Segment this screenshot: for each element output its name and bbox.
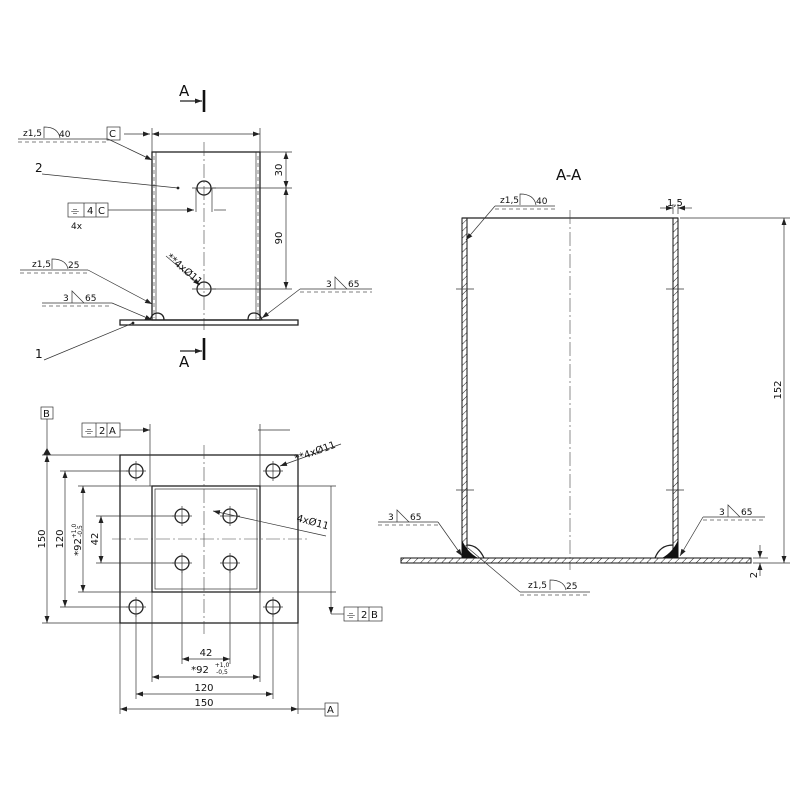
dim-90: 90 xyxy=(274,232,285,245)
tol-plus-horizontal: +1,0 xyxy=(215,662,230,669)
datum-c-box xyxy=(106,126,121,141)
dim-152: 152 xyxy=(773,380,784,399)
weld-symbol-section-65-right: 3 65 xyxy=(679,504,765,557)
hole-callout-front: **4xØ11 xyxy=(164,251,205,288)
hole-callout-inner: 4xØ11 xyxy=(295,512,330,532)
tol-symmetry-2b-symbol: ⌯ xyxy=(347,610,355,621)
svg-text:z1,5: z1,5 xyxy=(500,196,519,206)
tolerance-frame-4c xyxy=(67,202,109,218)
svg-text:z1,5: z1,5 xyxy=(23,129,42,139)
base-plate-front xyxy=(119,319,299,326)
tol-count-4x: 4x xyxy=(71,222,83,232)
tol-plus-vertical: +1,0 xyxy=(71,524,78,539)
svg-text:3: 3 xyxy=(719,508,725,518)
part-number-2: 2 xyxy=(35,161,43,175)
tol-minus-horizontal: -0,5 xyxy=(216,669,228,676)
weld-fillet-right xyxy=(247,312,263,321)
cut-label-bottom: A xyxy=(179,353,190,371)
cut-mark-top: A xyxy=(179,82,206,112)
weld-symbol-section-40: z1,5 40 xyxy=(465,193,555,241)
svg-text:25: 25 xyxy=(68,261,79,271)
datum-a-label: A xyxy=(327,705,334,716)
weld-symbol-front-40: z1,5 40 xyxy=(18,126,153,161)
dim-42-vertical: 42 xyxy=(90,533,101,546)
svg-text:65: 65 xyxy=(410,513,421,523)
tol-datum-b: B xyxy=(371,610,378,621)
cut-label-top: A xyxy=(179,82,190,100)
tolerance-frame-2b xyxy=(343,606,383,622)
dim-92-horizontal: *92 xyxy=(191,665,209,676)
svg-text:3: 3 xyxy=(63,294,69,304)
tol-value-2a: 2 xyxy=(99,426,105,437)
tol-datum-a: A xyxy=(109,426,116,437)
tol-minus-vertical: -0,5 xyxy=(77,525,84,537)
weld-symbol-section-25: z1,5 25 xyxy=(467,547,590,596)
section-base-plate xyxy=(400,557,752,564)
svg-text:z1,5: z1,5 xyxy=(528,581,547,591)
dim-42-horizontal: 42 xyxy=(200,648,213,659)
section-a-a: A-A 152 2 xyxy=(378,166,790,596)
svg-text:3: 3 xyxy=(326,280,332,290)
dim-120-vertical: 120 xyxy=(55,529,66,548)
tol-value-2b: 2 xyxy=(361,610,367,621)
weld-symbol-front-65-right: 3 65 xyxy=(261,276,372,319)
cut-mark-bottom: A xyxy=(179,338,206,371)
tol-symmetry-2a-symbol: ⌯ xyxy=(85,426,93,437)
front-view: A A C xyxy=(18,82,372,371)
svg-text:25: 25 xyxy=(566,582,577,592)
tol-symmetry-4c-symbol: ⌯ xyxy=(71,206,79,217)
dim-120-horizontal: 120 xyxy=(194,683,213,694)
tol-datum-c: C xyxy=(98,206,105,217)
section-wall-right xyxy=(672,217,679,559)
datum-c-label: C xyxy=(109,129,116,140)
dim-150-horizontal: 150 xyxy=(194,698,213,709)
section-weld-inner-left xyxy=(462,540,478,558)
svg-text:40: 40 xyxy=(536,197,548,207)
svg-text:z1,5: z1,5 xyxy=(32,260,51,270)
dim-2: 2 xyxy=(749,572,760,578)
tube-front-outline xyxy=(151,151,261,321)
top-view: B 150 120 *92 +1,0 -0,5 42 ⌯ 2 A xyxy=(37,406,383,717)
part-number-1: 1 xyxy=(35,347,43,361)
weld-symbol-front-25: z1,5 25 xyxy=(20,258,153,305)
tol-value-4: 4 xyxy=(87,206,93,217)
svg-text:3: 3 xyxy=(388,513,394,523)
svg-text:65: 65 xyxy=(741,508,752,518)
weld-symbol-front-65-left: 3 65 xyxy=(42,290,153,321)
datum-a-box xyxy=(324,702,339,717)
svg-text:40: 40 xyxy=(59,130,71,140)
svg-text:65: 65 xyxy=(348,280,359,290)
dim-150-vertical: 150 xyxy=(37,529,48,548)
section-wall-left xyxy=(461,217,468,559)
dim-30: 30 xyxy=(274,164,285,177)
weld-symbol-section-65-left: 3 65 xyxy=(378,509,463,557)
datum-b-label: B xyxy=(43,409,50,420)
section-weld-inner-right xyxy=(662,540,678,558)
dim-92-vertical: *92 xyxy=(73,538,84,556)
section-title: A-A xyxy=(556,166,582,184)
dim-1-5: 1,5 xyxy=(667,198,683,209)
hole-callout-corner: **4xØ11 xyxy=(293,439,337,465)
svg-text:65: 65 xyxy=(85,294,96,304)
